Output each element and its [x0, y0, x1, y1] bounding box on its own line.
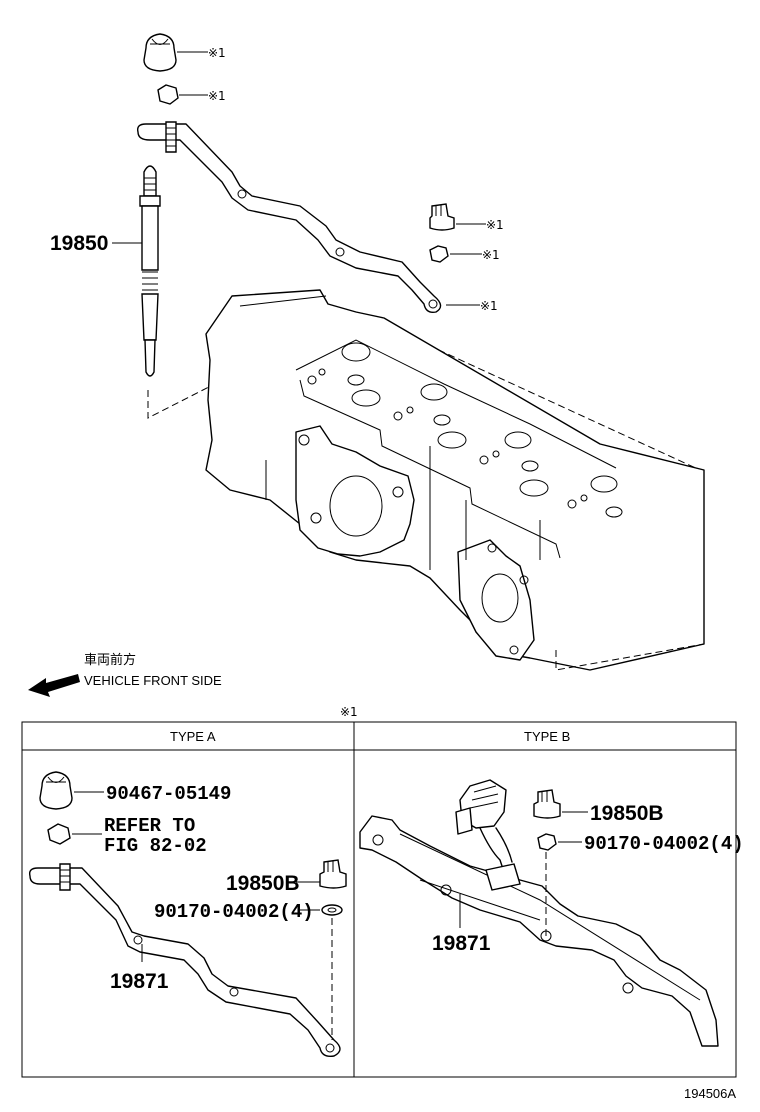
type-a-nut	[321, 904, 343, 916]
type-a-nut-ref	[47, 823, 71, 845]
glow-plug-cap-top	[143, 33, 177, 72]
mark-1-c: ※1	[486, 218, 504, 232]
nut-right	[429, 245, 449, 263]
bus-bar-upper	[136, 121, 442, 314]
type-a-cap-pn: 90467-05149	[106, 783, 231, 805]
vehicle-front-arrow	[28, 674, 80, 697]
front-label-en: VEHICLE FRONT SIDE	[84, 673, 222, 688]
type-a-terminal-pn: 19850B	[226, 872, 300, 895]
cylinder-head	[147, 289, 705, 671]
mark-1-a: ※1	[208, 46, 226, 60]
nut-top	[157, 84, 179, 105]
type-a-nut-pn: 90170-04002(4)	[154, 901, 314, 923]
type-b-terminal-pn: 19850B	[590, 802, 664, 825]
figure-id: 194506A	[684, 1086, 736, 1101]
type-a-refer-1: REFER TO	[104, 815, 195, 837]
callout-19850: 19850	[50, 232, 108, 255]
type-b-bar-pn: 19871	[432, 932, 491, 955]
type-a-header: TYPE A	[170, 729, 216, 744]
legend-title: ※1	[340, 705, 358, 719]
terminal-right	[429, 203, 455, 231]
mark-1-e: ※1	[480, 299, 498, 313]
type-a-bar-pn: 19871	[110, 970, 169, 993]
type-a-cap	[39, 771, 73, 810]
glow-plug	[139, 165, 161, 377]
front-label-jp: 車両前方	[84, 652, 136, 668]
mark-1-b: ※1	[208, 89, 226, 103]
legend-table	[21, 721, 737, 1078]
type-b-bus-bar	[359, 779, 719, 1047]
type-b-nut	[537, 833, 557, 851]
mark-1-d: ※1	[482, 248, 500, 262]
type-a-refer-2: FIG 82-02	[104, 835, 207, 857]
type-a-bus-bar	[28, 863, 341, 1058]
type-b-header: TYPE B	[524, 729, 570, 744]
type-a-terminal	[319, 859, 347, 889]
type-b-terminal	[533, 789, 561, 819]
type-b-nut-pn: 90170-04002(4)	[584, 833, 744, 855]
